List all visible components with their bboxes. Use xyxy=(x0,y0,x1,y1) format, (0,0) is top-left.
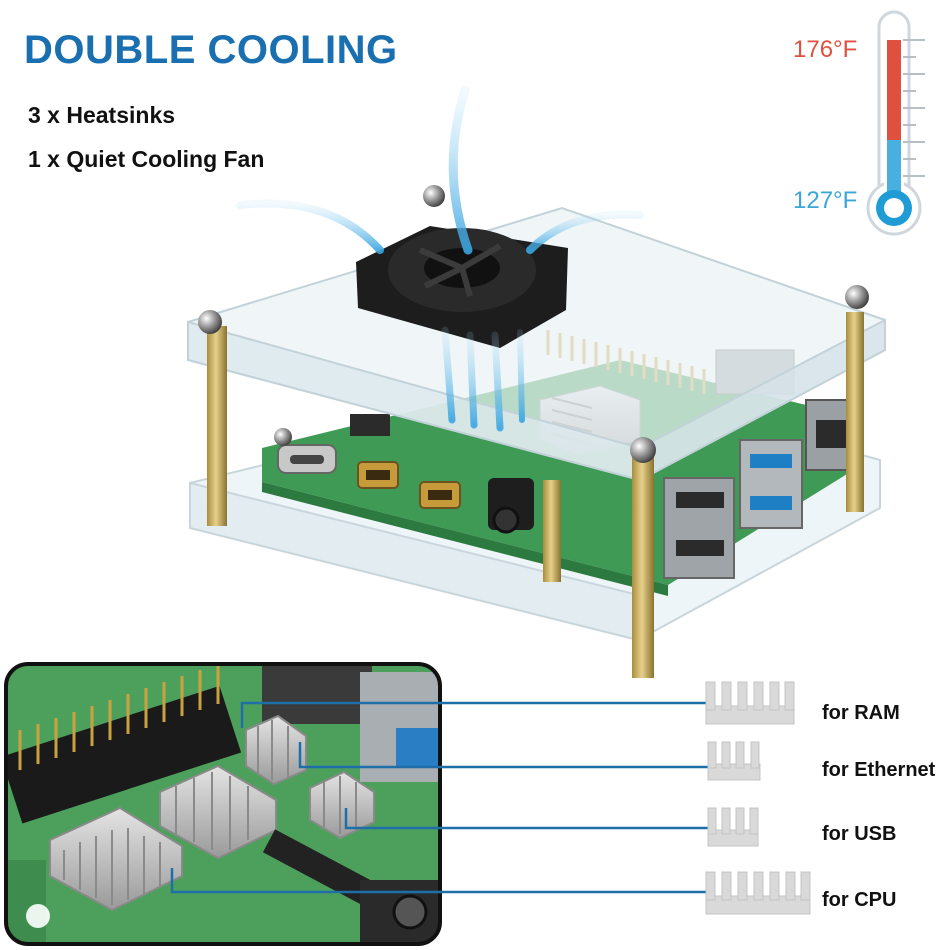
heatsink-icon xyxy=(705,681,811,915)
heatsink-label-ethernet: for Ethernet xyxy=(822,759,936,781)
fan-icon xyxy=(356,226,568,348)
brass-standoffs xyxy=(207,312,864,678)
acrylic-case xyxy=(187,85,886,678)
page-title: DOUBLE COOLING xyxy=(24,28,398,72)
airflow-arrows xyxy=(236,85,644,432)
temperature-high-label: 176°F xyxy=(793,36,858,63)
callout-lines xyxy=(170,701,708,894)
feature-fan: 1 x Quiet Cooling Fan xyxy=(28,146,265,172)
temperature-low-label: 127°F xyxy=(793,187,858,214)
feature-heatsinks: 3 x Heatsinks xyxy=(28,102,176,128)
heatsink-label-usb: for USB xyxy=(822,823,897,845)
heatsink-label-cpu: for CPU xyxy=(822,889,897,911)
heatsink-closeup xyxy=(4,662,442,946)
heatsink-label-ram: for RAM xyxy=(822,702,900,724)
thermometer-icon xyxy=(866,10,925,236)
